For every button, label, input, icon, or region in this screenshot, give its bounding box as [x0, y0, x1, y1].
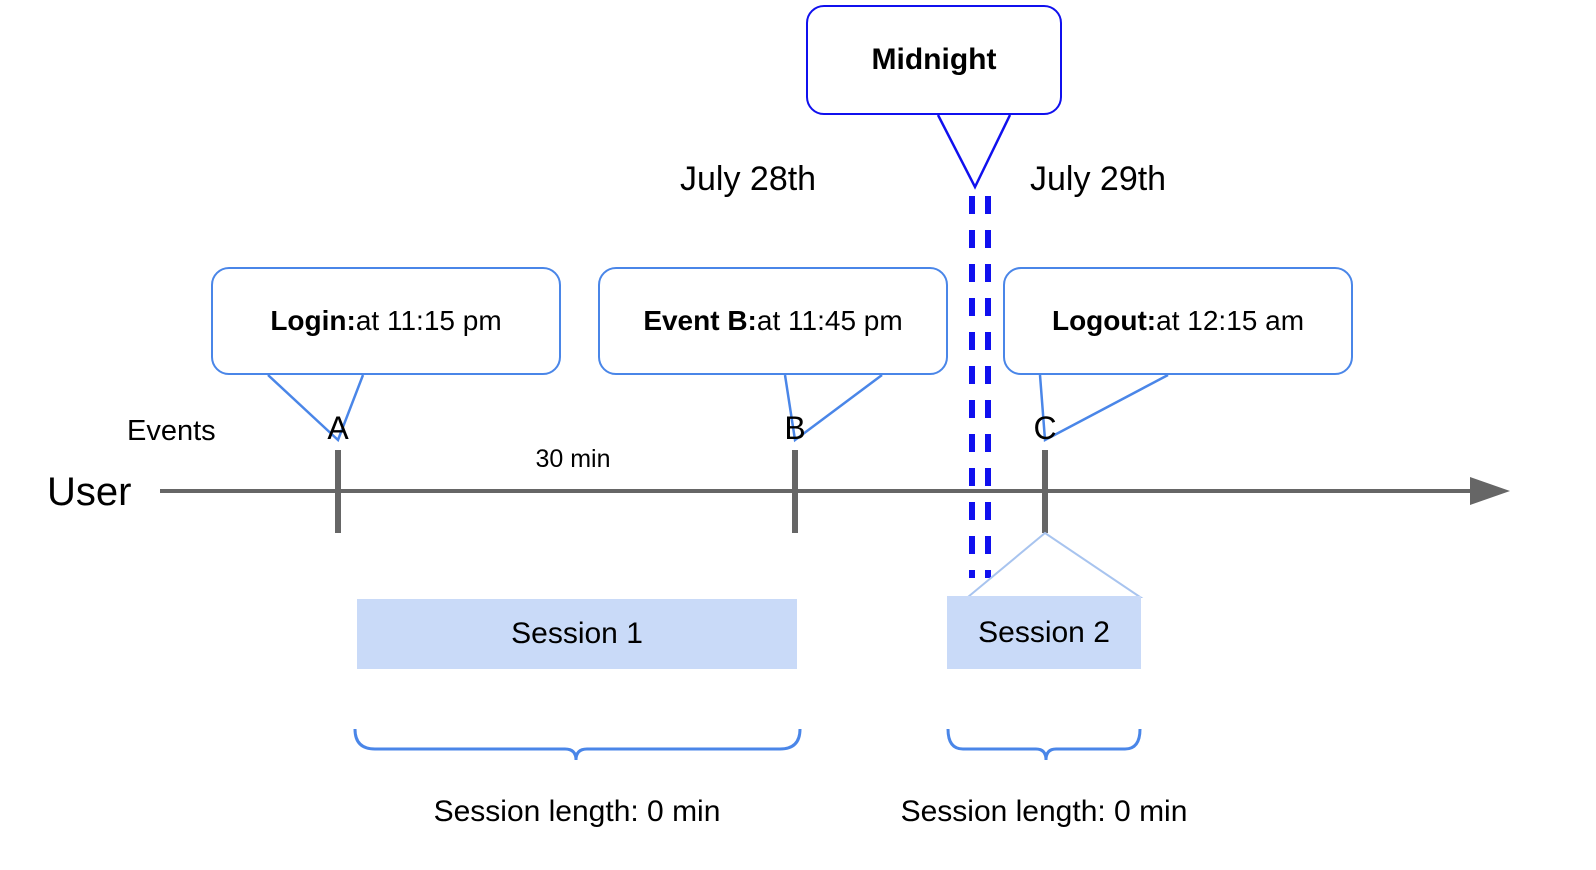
session-1-label: Session 1: [511, 617, 643, 650]
gap-duration-label: 30 min: [478, 445, 668, 474]
eventb-callout-strong: Event B:: [643, 305, 757, 336]
session-bar-1[interactable]: Session 1: [357, 599, 797, 669]
event-letter-a-text: A: [327, 410, 349, 446]
event-letter-c-text: C: [1033, 410, 1057, 446]
eventb-callout-rest: at 11:45 pm: [756, 305, 903, 336]
midnight-callout-label: Midnight: [871, 43, 997, 76]
event-letter-b: B: [765, 410, 825, 447]
login-callout-strong: Login:: [270, 305, 356, 336]
gap-duration-text: 30 min: [535, 445, 611, 473]
logout-callout-rest: at 12:15 am: [1156, 305, 1305, 336]
session2-peak: [965, 531, 1144, 598]
lane-label-user: User: [47, 470, 131, 515]
session-2-length-text: Session length: 0 min: [900, 795, 1188, 828]
event-callout-eventb[interactable]: Event B: at 11:45 pm: [598, 267, 948, 375]
events-label-text: Events: [127, 415, 216, 447]
session1-bracket: [353, 728, 802, 761]
event-letter-b-text: B: [784, 410, 806, 446]
day-28-text: July 28th: [680, 160, 817, 198]
day-label-july-29: July 29th: [1030, 160, 1166, 199]
session-2-length-label: Session length: 0 min: [894, 795, 1194, 829]
login-callout-rest: at 11:15 pm: [355, 305, 502, 336]
lane-label-events: Events: [127, 415, 216, 448]
midnight-callout[interactable]: Midnight: [806, 5, 1062, 115]
midnight-divider: [969, 196, 991, 578]
timeline-axis: [160, 477, 1510, 505]
logout-callout-strong: Logout:: [1051, 305, 1157, 336]
user-label-text: User: [47, 470, 132, 514]
event-callout-logout[interactable]: Logout: at 12:15 am: [1003, 267, 1353, 375]
day-29-text: July 29th: [1030, 160, 1167, 198]
session-1-length-text: Session length: 0 min: [433, 795, 721, 828]
day-label-july-28: July 28th: [680, 160, 816, 199]
event-letter-a: A: [308, 410, 368, 447]
event-callout-login[interactable]: Login: at 11:15 pm: [211, 267, 561, 375]
session-2-label: Session 2: [978, 615, 1110, 649]
session-bar-2[interactable]: Session 2: [947, 596, 1141, 669]
session-1-length-label: Session length: 0 min: [357, 795, 797, 829]
session2-bracket: [946, 728, 1142, 761]
midnight-callout-tail: [936, 114, 1012, 190]
event-letter-c: C: [1015, 410, 1075, 447]
